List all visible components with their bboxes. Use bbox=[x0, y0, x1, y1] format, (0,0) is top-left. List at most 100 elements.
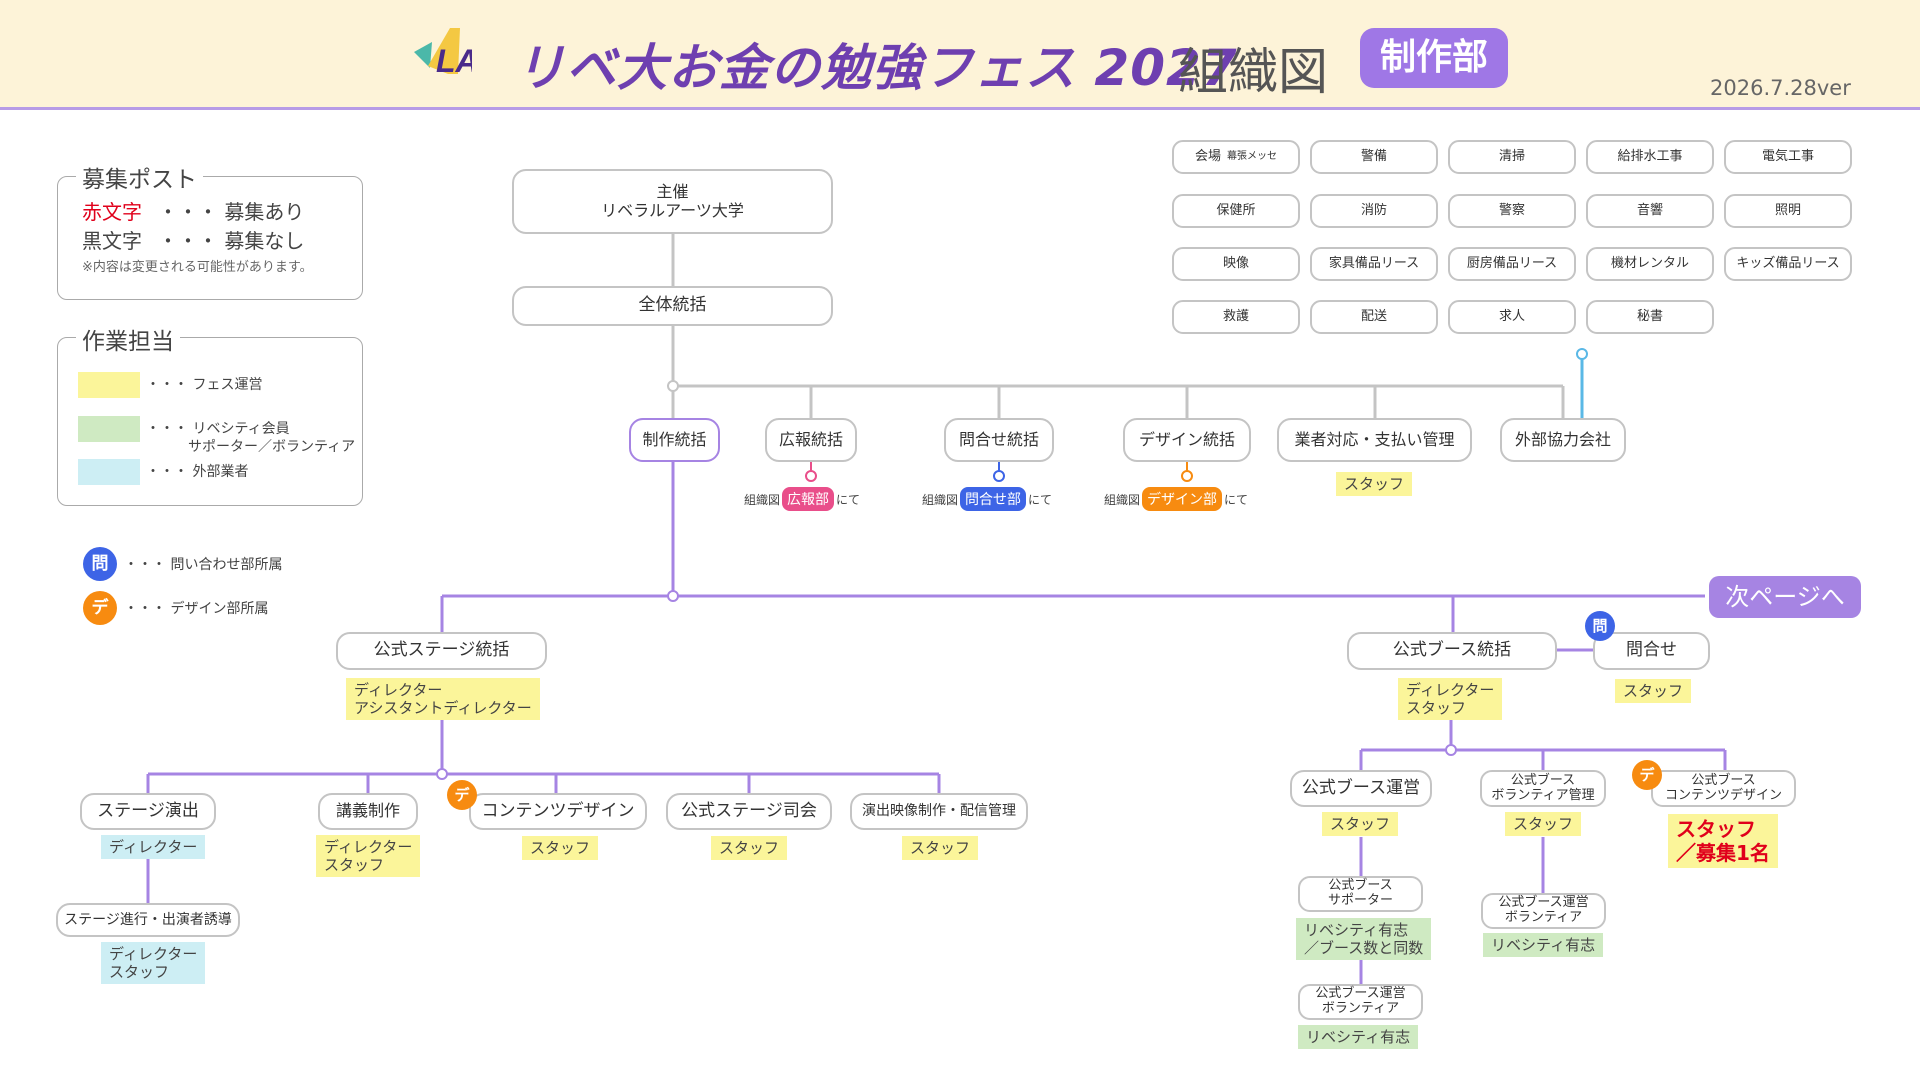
booth-contact-box: 問合せ bbox=[1593, 632, 1710, 670]
vendor-box: 映像 bbox=[1172, 247, 1300, 281]
production-lead-box: 制作統括 bbox=[629, 418, 720, 462]
vendor-box: 機材レンタル bbox=[1586, 247, 1714, 281]
vendor-name: 求人 bbox=[1498, 308, 1525, 324]
pr-dept-pill: 広報部 bbox=[782, 487, 835, 511]
booth-content-design-staff-tag: スタッフ ／募集1名 bbox=[1668, 814, 1778, 868]
vendor-box: 厨房備品リース bbox=[1448, 247, 1576, 281]
external-desc: ・・・ 外部業者 bbox=[146, 464, 249, 480]
stage-lead-staff-tag: ディレクター アシスタントディレクター bbox=[346, 678, 540, 720]
video-box: 演出映像制作・配信管理 bbox=[850, 793, 1028, 830]
recruit-red-desc: ・・・ 募集あり bbox=[158, 200, 305, 224]
vendor-box: 警備 bbox=[1310, 140, 1438, 174]
inquiry-lead-box: 問合せ統括 bbox=[944, 418, 1054, 462]
work-legend-title: 作業担当 bbox=[76, 322, 180, 356]
ref-prefix: 組織図 bbox=[744, 492, 781, 507]
stage-mc-staff-tag: スタッフ bbox=[711, 836, 788, 860]
vendor-name: 給排水工事 bbox=[1617, 148, 1683, 164]
vendor-name: 救護 bbox=[1222, 308, 1249, 324]
fes-desc: ・・・ フェス運営 bbox=[146, 377, 263, 393]
page-title: リベ大お金の勉強フェス 2027 bbox=[515, 39, 1238, 97]
vendor-box: 清掃 bbox=[1448, 140, 1576, 174]
vendor-box: 配送 bbox=[1310, 300, 1438, 334]
booth-ops-volunteer-staff-tag: リベシティ有志 bbox=[1298, 1025, 1419, 1049]
design-dept-icon: デ bbox=[447, 780, 477, 810]
overall-box: 全体統括 bbox=[512, 286, 833, 326]
inquiry-mark-desc: ・・・ 問い合わせ部所属 bbox=[124, 557, 283, 573]
vendor-name: 厨房備品リース bbox=[1466, 255, 1558, 271]
recruit-black-label: 黒文字 bbox=[82, 229, 142, 253]
vendor-box: 家具備品リース bbox=[1310, 247, 1438, 281]
lecture-staff-tag: ディレクター スタッフ bbox=[316, 835, 421, 877]
fes-swatch bbox=[78, 372, 140, 398]
design-mark-desc: ・・・ デザイン部所属 bbox=[124, 601, 269, 617]
recruit-notice: ※内容は変更される可能性があります。 bbox=[82, 260, 313, 275]
recruit-red-label: 赤文字 bbox=[82, 200, 142, 224]
vendor-box: 電気工事 bbox=[1724, 140, 1852, 174]
vendor-mgmt-box: 業者対応・支払い管理 bbox=[1277, 418, 1472, 462]
vendor-box: 救護 bbox=[1172, 300, 1300, 334]
festival-logo-icon: LA bbox=[414, 28, 472, 79]
booth-volunteer-mgmt-box: 公式ブース ボランティア管理 bbox=[1480, 770, 1606, 807]
vendor-box: 給排水工事 bbox=[1586, 140, 1714, 174]
video-staff-tag: スタッフ bbox=[902, 836, 979, 860]
vendor-box: 照明 bbox=[1724, 194, 1852, 228]
vendor-box: 音響 bbox=[1586, 194, 1714, 228]
booth-ops-box: 公式ブース運営 bbox=[1290, 770, 1432, 807]
vendor-box: 警察 bbox=[1448, 194, 1576, 228]
header-bar: LA リベ大お金の勉強フェス 2027 組織図 制作部 2026.7.28ver bbox=[0, 0, 1920, 110]
booth-supporter-box: 公式ブース サポーター bbox=[1298, 876, 1423, 912]
stage-lead-box: 公式ステージ統括 bbox=[336, 632, 547, 670]
design-chart-reference: 組織図 デザイン部 にて bbox=[1104, 487, 1248, 511]
vendor-box: キッズ備品リース bbox=[1724, 247, 1852, 281]
booth-mgmt-volunteer-box: 公式ブース運営 ボランティア bbox=[1481, 893, 1606, 929]
booth-ops-staff-tag: スタッフ bbox=[1322, 812, 1399, 836]
inquiry-mark-icon: 問 bbox=[83, 547, 117, 581]
ref-prefix: 組織図 bbox=[922, 492, 959, 507]
vendor-name: 会場 bbox=[1194, 148, 1221, 164]
member-swatch bbox=[78, 416, 140, 442]
booth-volunteer-mgmt-staff-tag: スタッフ bbox=[1505, 812, 1582, 836]
stage-progress-staff-tag: ディレクター スタッフ bbox=[101, 942, 206, 984]
vendor-box: 秘書 bbox=[1586, 300, 1714, 334]
vendor-box: 求人 bbox=[1448, 300, 1576, 334]
design-dept-icon: デ bbox=[1632, 760, 1662, 790]
member-desc: ・・・ リベシティ会員 サポーター／ボランティア bbox=[146, 421, 356, 455]
recruit-black-desc: ・・・ 募集なし bbox=[158, 229, 305, 253]
vendor-box: 消防 bbox=[1310, 194, 1438, 228]
department-badge: 制作部 bbox=[1360, 28, 1508, 88]
organizer-box: 主催 リベラルアーツ大学 bbox=[512, 169, 833, 234]
inquiry-dept-pill: 問合せ部 bbox=[960, 487, 1027, 511]
design-mark-icon: デ bbox=[83, 591, 117, 625]
pr-chart-reference: 組織図 広報部 にて bbox=[744, 487, 860, 511]
booth-contact-staff-tag: スタッフ bbox=[1615, 679, 1692, 703]
booth-lead-staff-tag: ディレクター スタッフ bbox=[1398, 678, 1503, 720]
next-page-button[interactable]: 次ページへ bbox=[1709, 576, 1861, 618]
recruit-legend bbox=[57, 176, 363, 300]
design-dept-pill: デザイン部 bbox=[1142, 487, 1223, 511]
vendor-name: 音響 bbox=[1636, 202, 1663, 218]
ref-suffix: にて bbox=[1028, 492, 1053, 507]
ref-suffix: にて bbox=[1224, 492, 1249, 507]
vendor-name: 保健所 bbox=[1216, 202, 1256, 218]
vendor-sub: 幕張メッセ bbox=[1227, 151, 1277, 163]
vendor-name: 配送 bbox=[1360, 308, 1387, 324]
vendor-name: 電気工事 bbox=[1761, 148, 1814, 164]
vendor-name: 家具備品リース bbox=[1328, 255, 1420, 271]
vendor-name: 映像 bbox=[1222, 255, 1249, 271]
external-partner-box: 外部協力会社 bbox=[1500, 418, 1626, 462]
vendor-name: 機材レンタル bbox=[1610, 255, 1689, 271]
booth-content-design-box: 公式ブース コンテンツデザイン bbox=[1651, 770, 1796, 807]
vendor-name: 警察 bbox=[1498, 202, 1525, 218]
stage-direction-staff-tag: ディレクター bbox=[101, 835, 206, 859]
vendor-name: 照明 bbox=[1774, 202, 1801, 218]
lecture-box: 講義制作 bbox=[318, 793, 418, 830]
work-legend bbox=[57, 337, 363, 506]
version-label: 2026.7.28ver bbox=[1710, 76, 1851, 100]
booth-mgmt-volunteer-staff-tag: リベシティ有志 bbox=[1483, 933, 1604, 957]
booth-ops-volunteer-box: 公式ブース運営 ボランティア bbox=[1298, 984, 1423, 1020]
content-design-staff-tag: スタッフ bbox=[522, 836, 599, 860]
recruit-legend-title: 募集ポスト bbox=[76, 160, 203, 194]
inquiry-chart-reference: 組織図 問合せ部 にて bbox=[922, 487, 1052, 511]
stage-mc-box: 公式ステージ司会 bbox=[666, 793, 832, 830]
